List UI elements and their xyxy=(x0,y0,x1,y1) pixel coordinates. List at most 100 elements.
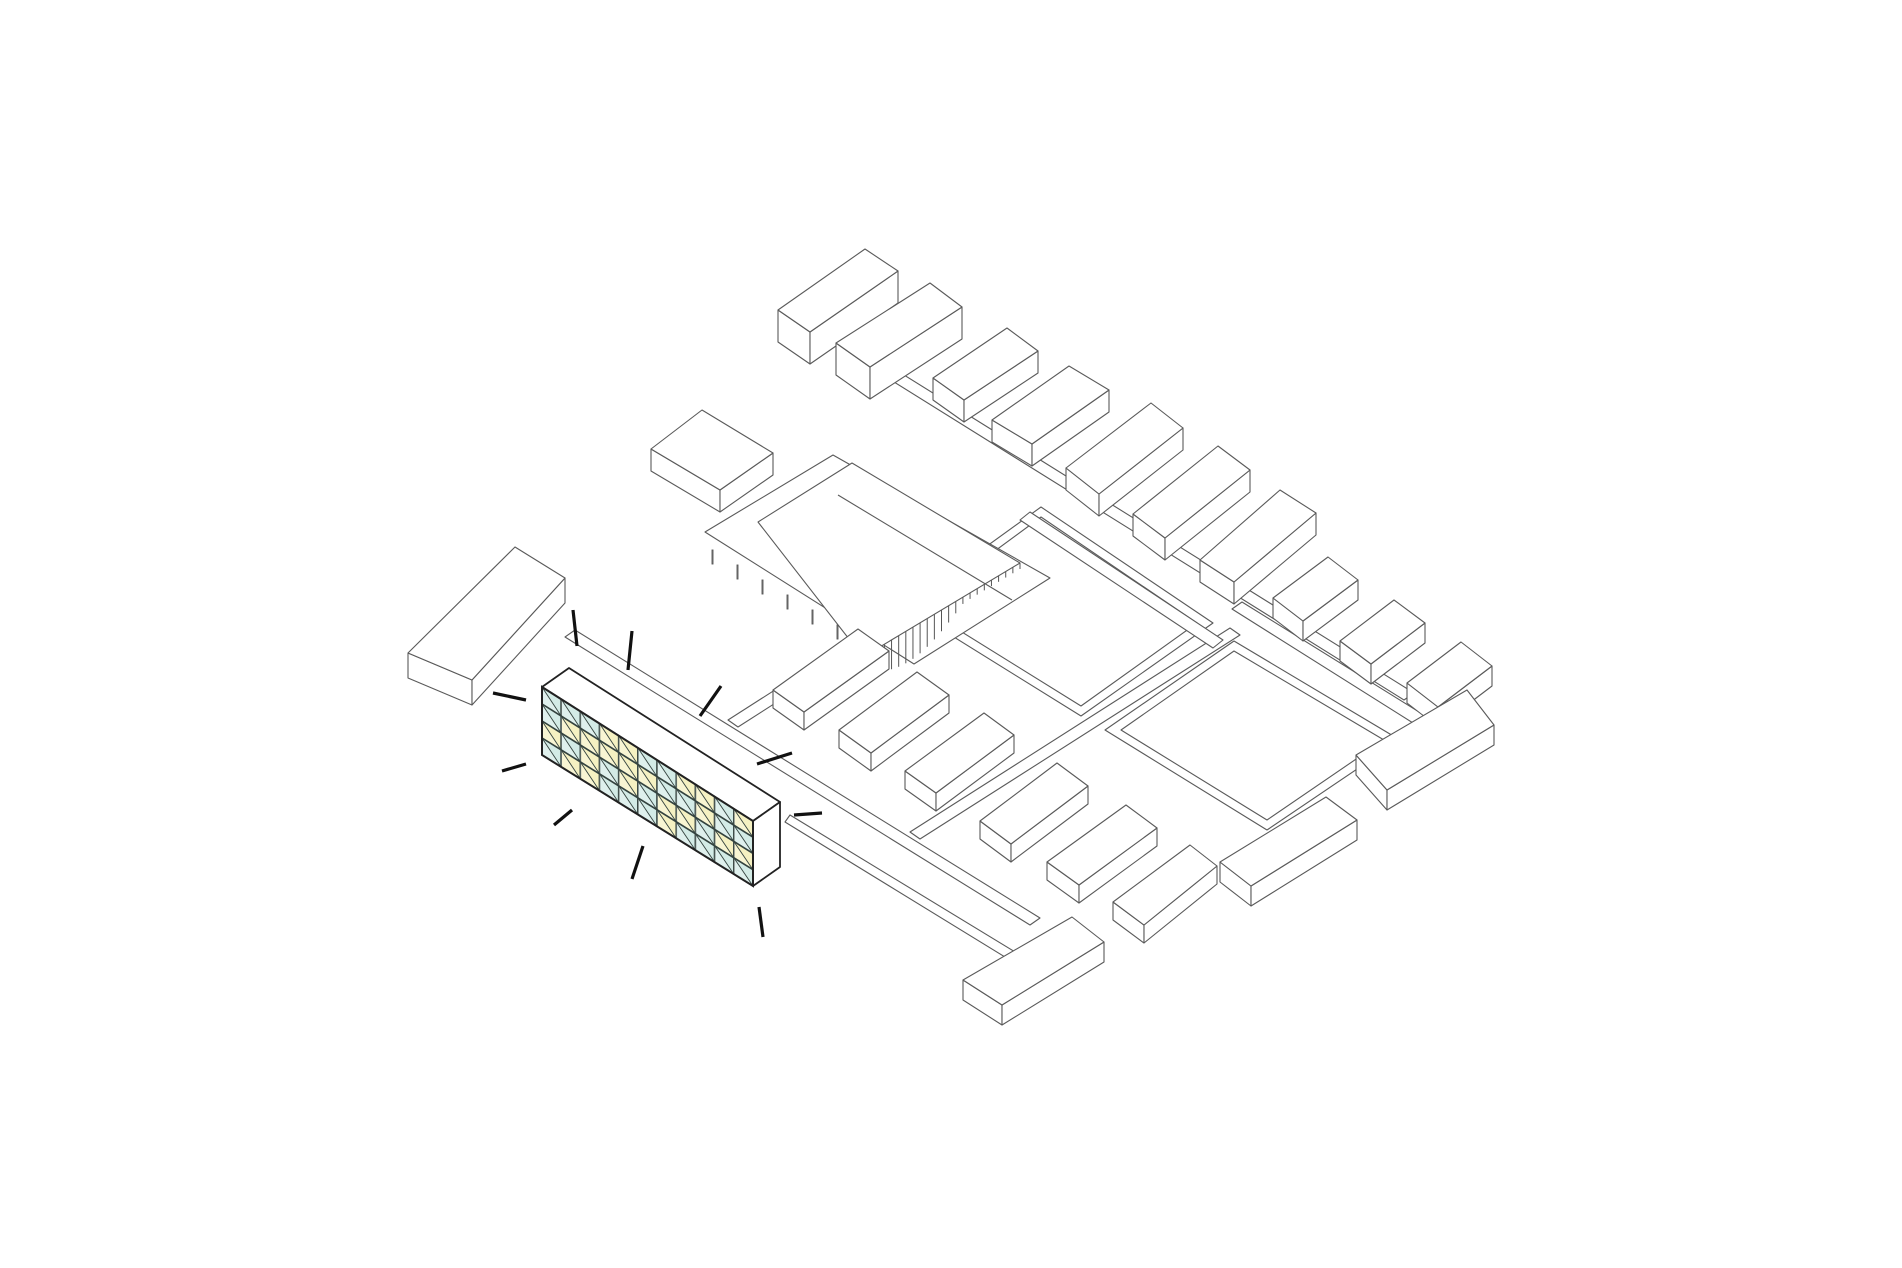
cell-diagonal xyxy=(733,857,754,887)
cell-diagonal xyxy=(618,735,639,765)
roof-face xyxy=(1046,804,1158,886)
plinth-mullion xyxy=(786,594,789,610)
cell-diagonal xyxy=(714,812,735,842)
cell-diagonal xyxy=(541,686,562,717)
cell-diagonal xyxy=(733,808,754,838)
roof-face xyxy=(932,327,1039,401)
roof-face xyxy=(650,409,774,491)
plinth-mullion xyxy=(836,624,839,640)
cell-diagonal xyxy=(541,703,562,734)
block-small-nw xyxy=(650,409,774,513)
roof-face xyxy=(772,628,890,713)
mid-block-b xyxy=(838,671,950,772)
roof-face xyxy=(835,282,963,368)
roof-face xyxy=(1406,641,1493,708)
mid-block-a xyxy=(772,628,890,731)
cell-diagonal xyxy=(618,768,639,799)
grid-cell xyxy=(733,823,754,855)
cell-diagonal xyxy=(599,723,620,753)
grid-cell xyxy=(656,775,678,807)
block-lower-right xyxy=(1219,796,1358,907)
cell-diagonal xyxy=(656,776,677,806)
grid-cell xyxy=(694,815,716,848)
roof-face xyxy=(1219,796,1358,887)
cell-diagonal xyxy=(637,780,658,811)
grid-cell xyxy=(675,787,697,819)
plinth-mullion xyxy=(711,549,714,565)
cell-diagonal xyxy=(637,797,658,827)
cell-diagonal xyxy=(560,749,581,780)
grid-cell xyxy=(656,758,678,791)
cell-diagonal xyxy=(560,715,581,746)
emphasis-ray xyxy=(756,751,793,766)
corridor-long xyxy=(564,629,1041,926)
roof-face xyxy=(979,762,1089,845)
block-row-3 xyxy=(1065,402,1184,517)
courtyard-lower-yard xyxy=(1120,650,1385,821)
cell-diagonal xyxy=(579,727,600,758)
emphasis-ray xyxy=(757,906,765,938)
cell-diagonal xyxy=(733,824,754,854)
cell-diagonal xyxy=(656,793,677,823)
cell-diagonal xyxy=(599,740,620,770)
emphasis-ray xyxy=(698,685,723,717)
strip-upper xyxy=(1019,511,1224,649)
mid-block-c xyxy=(904,712,1015,812)
modular-grid-block xyxy=(541,667,781,888)
block-row-7 xyxy=(1339,599,1426,685)
block-row-2 xyxy=(991,365,1110,467)
emphasis-ray xyxy=(793,811,823,817)
block-row-6 xyxy=(1272,556,1359,642)
cell-diagonal xyxy=(656,809,677,839)
cell-diagonal xyxy=(637,764,658,794)
block-row-5 xyxy=(1199,489,1317,605)
block-row-4 xyxy=(1132,445,1251,561)
roof-face xyxy=(904,712,1015,794)
roof-face xyxy=(1132,445,1251,539)
roof-face xyxy=(991,365,1110,445)
building-blocks xyxy=(407,248,1495,1026)
mid-block-f xyxy=(1112,844,1218,944)
cell-diagonal xyxy=(579,711,600,741)
emphasis-ray xyxy=(501,762,527,773)
cell-diagonal xyxy=(656,759,677,790)
emphasis-rays xyxy=(492,609,823,938)
block-row-1 xyxy=(932,327,1039,423)
ramp-building xyxy=(407,546,566,706)
cell-diagonal xyxy=(541,737,562,768)
cell-diagonal xyxy=(541,720,562,751)
block-top-left-a xyxy=(777,248,899,365)
roof-face xyxy=(1339,599,1426,665)
cell-diagonal xyxy=(560,698,581,729)
roof-face xyxy=(407,546,566,681)
grid-cell xyxy=(713,811,735,843)
cell-diagonal xyxy=(733,841,754,871)
cell-diagonal xyxy=(695,784,716,814)
cell-diagonal xyxy=(695,833,716,863)
cross-road-b xyxy=(909,627,1241,840)
roof-face xyxy=(1112,844,1218,926)
central-hall xyxy=(704,454,1051,672)
cell-diagonal xyxy=(599,773,620,803)
block-bottom xyxy=(962,916,1105,1026)
roof-face xyxy=(962,916,1105,1006)
grid-cell xyxy=(560,748,582,781)
cell-diagonal xyxy=(714,845,735,875)
roof-face xyxy=(1355,689,1495,791)
cell-diagonal xyxy=(618,785,639,815)
cell-diagonal xyxy=(714,796,735,826)
cell-diagonal xyxy=(618,752,639,782)
block-top-left-b xyxy=(835,282,963,400)
hall-ridge xyxy=(837,494,1013,601)
cell-diagonal xyxy=(560,732,581,763)
roof-face xyxy=(777,248,899,333)
cell-diagonal xyxy=(675,805,696,835)
cell-diagonal xyxy=(579,761,600,791)
cell-diagonal xyxy=(579,744,600,775)
block-right-end xyxy=(1355,689,1495,811)
cell-diagonal xyxy=(675,788,696,818)
plinth-mullion xyxy=(736,564,739,580)
cell-diagonal xyxy=(714,829,735,859)
cell-diagonal xyxy=(637,747,658,777)
cell-diagonal xyxy=(695,800,716,830)
